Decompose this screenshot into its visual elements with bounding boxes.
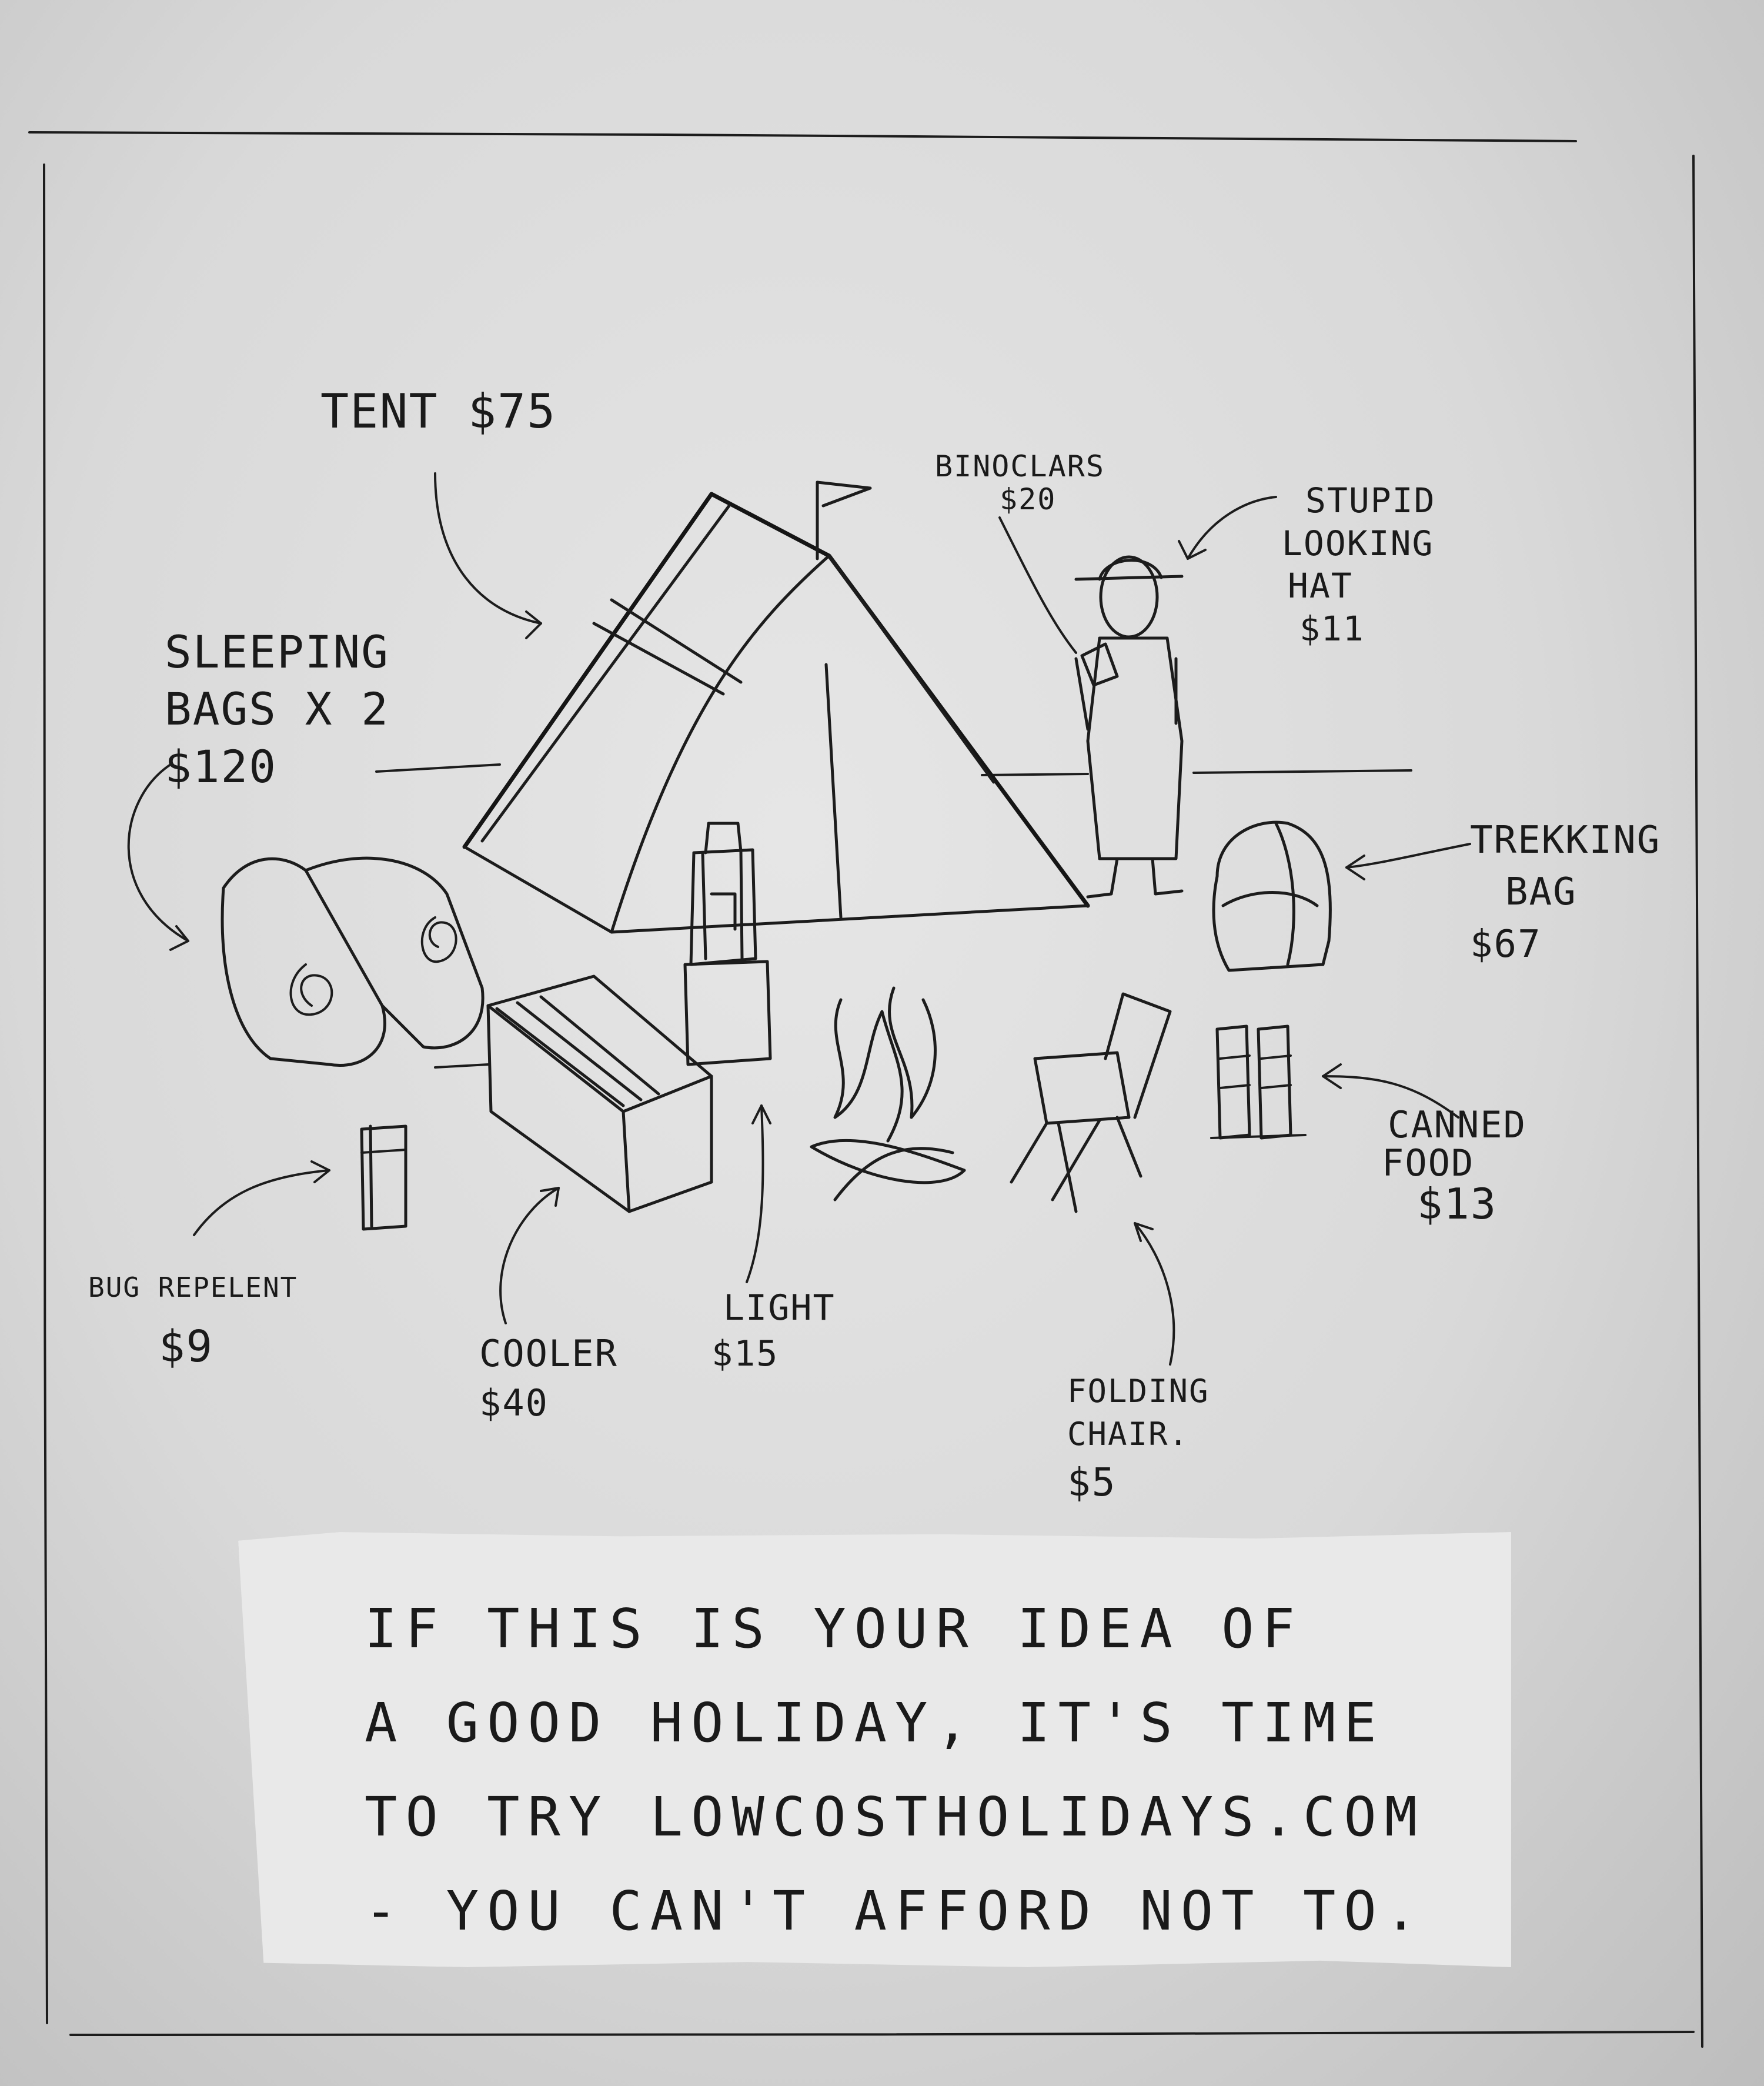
label-line: COOLER (479, 1332, 618, 1375)
label-line: BINOCLARS (935, 449, 1105, 483)
label-bug-repellent: BUG REPELENT $9 (88, 1264, 298, 1384)
label-line: FOLDING (1067, 1373, 1210, 1410)
pasted-paper-note (238, 1532, 1511, 1967)
ground-lines (375, 763, 1412, 776)
label-line: $5 (1067, 1459, 1117, 1505)
lantern-drawing (683, 822, 772, 1066)
label-line: BUG REPELENT (88, 1271, 298, 1303)
label-line: FOOD (1382, 1142, 1475, 1185)
label-canned-food: CANNED FOOD $13 (1382, 1106, 1526, 1227)
tent-drawing (462, 480, 1090, 934)
note-line: TO TRY LOWCOSTHOLIDAYS.COM (365, 1785, 1426, 1848)
label-cooler: COOLER $40 (479, 1329, 618, 1427)
label-folding-chair: FOLDING CHAIR. $5 (1067, 1370, 1210, 1508)
note-line: A GOOD HOLIDAY, IT'S TIME (365, 1691, 1385, 1754)
label-line: $120 (165, 740, 278, 793)
label-line: BAGS X 2 (165, 683, 390, 736)
label-binoculars: BINOCLARS $20 (935, 450, 1105, 516)
folding-chair-drawing (1010, 992, 1172, 1213)
label-line: CHAIR. (1067, 1415, 1190, 1453)
cooler-drawing (434, 974, 713, 1213)
frame (28, 131, 1703, 2048)
note-line: - YOU CAN'T AFFORD NOT TO. (365, 1880, 1426, 1943)
label-line: LOOKING (1282, 523, 1434, 563)
bug-repellent-drawing (360, 1124, 407, 1231)
note-text: IF THIS IS YOUR IDEA OF A GOOD HOLIDAY, … (365, 1582, 1425, 1958)
label-line: CANNED (1388, 1103, 1526, 1146)
label-line: tent $75 (320, 384, 557, 439)
label-line: STUPID (1305, 480, 1436, 520)
label-hat: STUPID LOOKING HAT $11 (1282, 479, 1436, 650)
label-line: SLEEPING (165, 626, 390, 678)
note-line: IF THIS IS YOUR IDEA OF (365, 1597, 1303, 1660)
annotation-arrows (127, 472, 1471, 1366)
sleeping-bags-drawing (220, 856, 485, 1067)
label-line: HAT (1288, 566, 1353, 606)
label-line: $13 (1417, 1179, 1498, 1229)
label-line: $20 (1000, 482, 1057, 516)
label-sleeping-bags: SLEEPING BAGS X 2 $120 (165, 623, 389, 795)
label-light: LIGHT $15 (711, 1285, 836, 1377)
label-line: BAG (1505, 870, 1577, 914)
backpack-drawing (1212, 820, 1332, 972)
label-line: LIGHT (723, 1287, 836, 1329)
label-trekking-bag: TREKKING BAG $67 (1470, 815, 1661, 970)
canned-food-drawing (1210, 1024, 1307, 1140)
label-line: TREKKING (1470, 819, 1661, 862)
label-line: $9 (159, 1321, 214, 1373)
label-line: $15 (711, 1333, 779, 1374)
campfire-drawing (810, 986, 966, 1201)
label-tent: tent $75 (320, 385, 556, 438)
person-drawing (1074, 555, 1184, 899)
label-line: $11 (1299, 608, 1365, 649)
label-line: $40 (479, 1381, 549, 1424)
label-line: $67 (1470, 922, 1542, 966)
